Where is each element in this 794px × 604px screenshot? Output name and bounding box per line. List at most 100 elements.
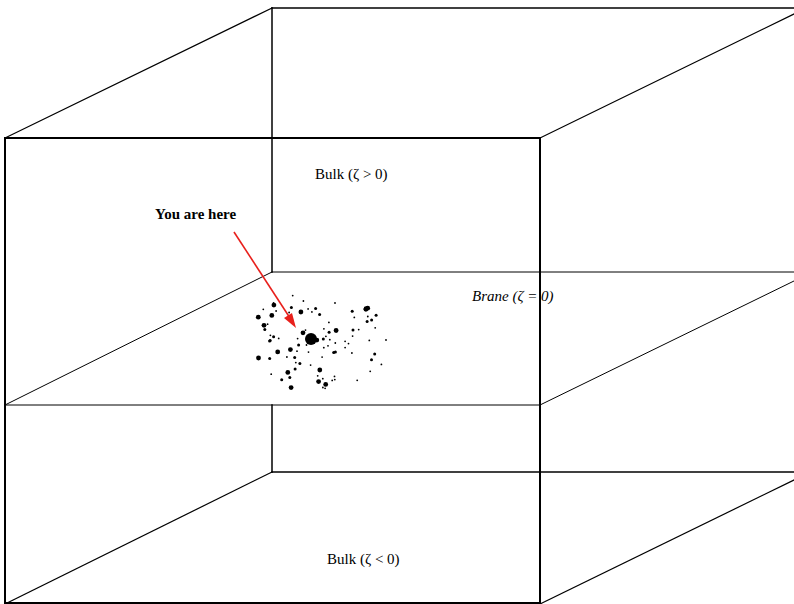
galaxy-dot bbox=[334, 351, 337, 354]
galaxy-dot bbox=[352, 328, 355, 331]
galaxy-dot bbox=[256, 315, 261, 320]
galaxy-dot bbox=[375, 314, 378, 317]
galaxy-dot bbox=[289, 385, 294, 390]
galaxy-dot bbox=[328, 331, 331, 334]
galaxy-dot bbox=[269, 313, 274, 318]
galaxy-dot bbox=[297, 343, 300, 346]
galaxy-dot bbox=[308, 351, 310, 353]
pointer-arrowhead bbox=[284, 313, 296, 328]
galaxy-dot bbox=[286, 356, 288, 358]
galaxy-dot bbox=[275, 350, 280, 355]
galaxy-dot bbox=[299, 310, 304, 315]
region-label: Bulk (ζ > 0) bbox=[315, 166, 388, 183]
galaxy-dot bbox=[262, 323, 267, 328]
galaxy-dot bbox=[366, 320, 369, 323]
galaxy-cluster bbox=[256, 295, 387, 390]
central-galaxy bbox=[305, 333, 317, 345]
galaxy-dot bbox=[285, 370, 290, 375]
galaxy-dot bbox=[301, 330, 306, 335]
galaxy-dot bbox=[288, 347, 293, 352]
galaxy-dot bbox=[322, 378, 324, 380]
pointer-label: You are here bbox=[155, 206, 236, 223]
galaxy-dot bbox=[278, 338, 280, 340]
galaxy-dot bbox=[307, 308, 309, 310]
pointer-arrow bbox=[234, 232, 290, 318]
galaxy-dot bbox=[334, 328, 339, 333]
galaxy-dot bbox=[293, 356, 296, 359]
galaxy-dot bbox=[370, 358, 373, 361]
galaxy-dot bbox=[306, 344, 308, 346]
galaxy-dot bbox=[327, 345, 329, 347]
galaxy-dot bbox=[311, 311, 313, 313]
galaxy-dot bbox=[344, 347, 346, 349]
galaxy-dot bbox=[305, 329, 307, 331]
galaxy-dot bbox=[275, 310, 277, 312]
galaxy-dot bbox=[296, 350, 298, 352]
galaxy-dot bbox=[364, 307, 369, 312]
galaxy-dot bbox=[297, 338, 299, 340]
galaxy-dot bbox=[316, 379, 321, 384]
galaxy-dot bbox=[303, 300, 305, 302]
galaxy-dot bbox=[262, 308, 264, 310]
galaxy-dot bbox=[381, 364, 383, 366]
galaxy-dot bbox=[353, 317, 355, 319]
galaxy-dot bbox=[367, 316, 369, 318]
galaxy-dot bbox=[385, 339, 387, 341]
galaxy-dot bbox=[352, 335, 354, 337]
galaxy-dot bbox=[374, 327, 376, 329]
galaxy-dot bbox=[288, 312, 290, 314]
galaxy-dot bbox=[322, 387, 324, 389]
galaxy-dot bbox=[270, 334, 272, 336]
galaxy-dot bbox=[356, 379, 358, 381]
galaxy-dot bbox=[328, 322, 330, 324]
galaxy-dot bbox=[263, 328, 266, 331]
galaxy-dot bbox=[323, 382, 328, 387]
galaxy-dot bbox=[334, 379, 336, 381]
galaxy-dot bbox=[329, 339, 331, 341]
galaxy-dot bbox=[325, 335, 327, 337]
galaxy-dot bbox=[272, 335, 275, 338]
galaxy-dot bbox=[295, 362, 297, 364]
galaxy-dot bbox=[373, 353, 376, 356]
galaxy-dot bbox=[324, 387, 326, 389]
galaxy-dot bbox=[290, 306, 293, 309]
galaxy-dot bbox=[268, 340, 271, 343]
galaxy-dot bbox=[280, 378, 283, 381]
galaxy-dot bbox=[351, 352, 353, 354]
galaxy-dot bbox=[351, 310, 354, 313]
galaxy-dot bbox=[323, 328, 325, 330]
galaxy-dot bbox=[268, 357, 271, 360]
galaxy-dot bbox=[314, 307, 317, 310]
galaxy-dot bbox=[310, 364, 312, 366]
galaxy-dot bbox=[322, 338, 325, 341]
galaxy-dot bbox=[317, 375, 319, 377]
galaxy-dot bbox=[256, 356, 261, 361]
galaxy-dot bbox=[364, 306, 369, 311]
galaxy-dot bbox=[348, 343, 350, 345]
galaxy-dot bbox=[292, 295, 294, 297]
galaxy-dot bbox=[344, 340, 346, 342]
galaxy-dot bbox=[370, 319, 373, 322]
galaxy-dot bbox=[298, 362, 301, 365]
galaxy-dot bbox=[318, 313, 321, 316]
galaxy-dot bbox=[334, 302, 336, 304]
galaxy-dot bbox=[323, 347, 325, 349]
galaxy-dot bbox=[368, 340, 370, 342]
galaxy-dot bbox=[294, 368, 297, 371]
galaxy-dot bbox=[321, 356, 323, 358]
galaxy-dot bbox=[331, 380, 333, 382]
region-label: Bulk (ζ < 0) bbox=[327, 551, 400, 568]
galaxy-dot bbox=[358, 329, 360, 331]
galaxy-dot bbox=[334, 376, 336, 378]
plane-label: Brane (ζ = 0) bbox=[472, 288, 554, 305]
galaxy-dot bbox=[270, 373, 272, 375]
galaxy-dot bbox=[272, 303, 277, 308]
galaxy-dot bbox=[267, 323, 269, 325]
galaxy-dot bbox=[369, 370, 371, 372]
galaxy-dot bbox=[288, 376, 291, 379]
galaxy-dot bbox=[269, 339, 272, 342]
galaxy-dot bbox=[317, 368, 322, 373]
galaxy-dot bbox=[334, 342, 336, 344]
